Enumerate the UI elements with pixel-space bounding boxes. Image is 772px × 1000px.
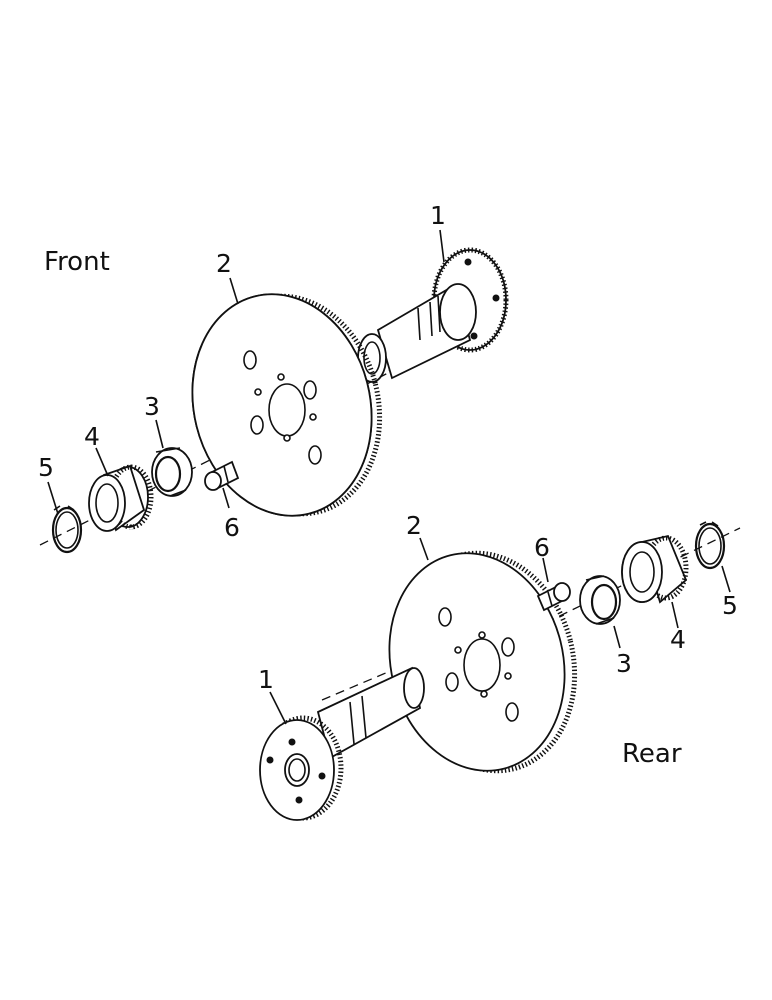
front-label: Front (44, 247, 110, 277)
rear-part-2-disc (388, 550, 578, 774)
rear-callout-2: 2 (406, 511, 422, 540)
rear-leader-6 (542, 557, 549, 583)
front-callout-2: 2 (216, 249, 232, 278)
rear-leader-2 (419, 537, 429, 561)
front-part-4-bearing (88, 464, 154, 532)
front-part-3-ring (151, 447, 193, 497)
rear-callout-4: 4 (670, 625, 686, 654)
rear-part-1-flanged-shaft (259, 666, 425, 821)
rear-leader-1 (269, 691, 287, 725)
front-assembly: 1 2 3 4 5 6 Front (38, 201, 509, 554)
front-leader-5 (47, 481, 59, 515)
front-leader-1 (439, 229, 445, 263)
front-part-2-disc (191, 293, 383, 517)
front-leader-4 (95, 447, 109, 477)
rear-leader-3 (613, 625, 621, 649)
rear-assembly: 1 2 3 4 5 6 Rear (258, 511, 741, 821)
front-callout-5: 5 (38, 453, 54, 482)
rear-callout-1: 1 (258, 665, 274, 694)
rear-label: Rear (622, 739, 682, 769)
rear-part-5-circlip (694, 521, 726, 570)
rear-part-6-bolt (536, 582, 571, 612)
rear-callout-5: 5 (722, 591, 738, 620)
rear-part-4-bearing (621, 534, 689, 604)
front-part-5-circlip (51, 505, 83, 554)
front-part-6-bolt (204, 460, 240, 491)
front-callout-4: 4 (84, 422, 100, 451)
rear-leader-5 (721, 565, 731, 593)
rear-part-3-ring (579, 575, 621, 625)
rear-callout-6: 6 (534, 533, 550, 562)
rear-leader-4 (671, 601, 679, 629)
front-leader-6 (222, 487, 230, 509)
front-part-1-flanged-shaft (357, 247, 509, 383)
front-leader-3 (155, 419, 164, 449)
rear-callout-3: 3 (616, 649, 632, 678)
front-callout-1: 1 (430, 201, 446, 230)
front-callout-6: 6 (224, 513, 240, 542)
front-leader-2 (229, 277, 239, 305)
front-callout-3: 3 (144, 392, 160, 421)
